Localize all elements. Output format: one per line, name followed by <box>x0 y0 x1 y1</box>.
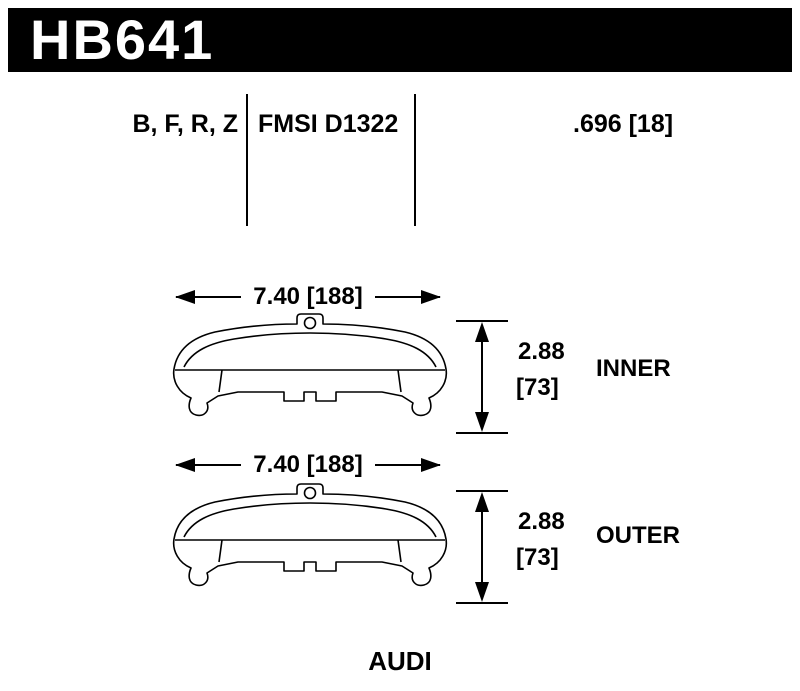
divider-line <box>414 94 416 226</box>
fmsi-number-label: FMSI D1322 <box>258 110 399 138</box>
width-dimension-outer: 7.40 [188] <box>174 451 442 478</box>
part-number-bar: HB641 <box>8 8 792 72</box>
divider-line <box>246 94 248 226</box>
pad-end-lines <box>218 539 402 563</box>
pad-position-label-inner: INNER <box>596 355 671 382</box>
dim-extension-line <box>456 490 508 492</box>
pad-tab-hole <box>303 316 317 330</box>
dim-arrow-left-icon <box>174 290 242 304</box>
width-dim-label-inner: 7.40 [188] <box>253 283 363 310</box>
width-dim-label-outer: 7.40 [188] <box>253 451 363 478</box>
width-dimension-inner: 7.40 [188] <box>174 283 442 310</box>
pad-end-lines <box>218 369 402 393</box>
dim-arrow-down-icon <box>475 412 489 432</box>
pad-position-label-outer: OUTER <box>596 522 680 549</box>
pad-tab-hole <box>303 486 317 500</box>
dim-arrow-right-icon <box>374 458 442 472</box>
dim-arrow-vertical-icon <box>475 492 489 602</box>
brake-pad-drawing-outer <box>172 483 448 587</box>
dim-arrow-right-icon <box>374 290 442 304</box>
dim-arrow-vertical-icon <box>475 322 489 432</box>
dim-arrow-up-icon <box>475 492 489 512</box>
dim-arrow-down-icon <box>475 582 489 602</box>
compound-codes-label: B, F, R, Z <box>132 110 238 138</box>
height-mm-label-inner: [73] <box>516 374 559 401</box>
height-mm-label-outer: [73] <box>516 544 559 571</box>
height-inches-label-inner: 2.88 <box>518 338 565 365</box>
friction-material-line <box>183 502 437 538</box>
friction-material-line <box>183 332 437 368</box>
brake-pad-drawing-inner <box>172 313 448 417</box>
dim-extension-line <box>456 432 508 434</box>
dim-extension-line <box>456 320 508 322</box>
height-dimension-outer <box>456 490 508 604</box>
part-number: HB641 <box>30 8 215 71</box>
dim-arrow-left-icon <box>174 458 242 472</box>
vehicle-make-label: AUDI <box>368 646 432 676</box>
dim-arrow-up-icon <box>475 322 489 342</box>
pad-outline <box>172 483 448 587</box>
pad-thickness-label: .696 [18] <box>573 110 674 138</box>
height-inches-label-outer: 2.88 <box>518 508 565 535</box>
pad-outline <box>172 313 448 417</box>
height-dimension-inner <box>456 320 508 434</box>
dim-extension-line <box>456 602 508 604</box>
